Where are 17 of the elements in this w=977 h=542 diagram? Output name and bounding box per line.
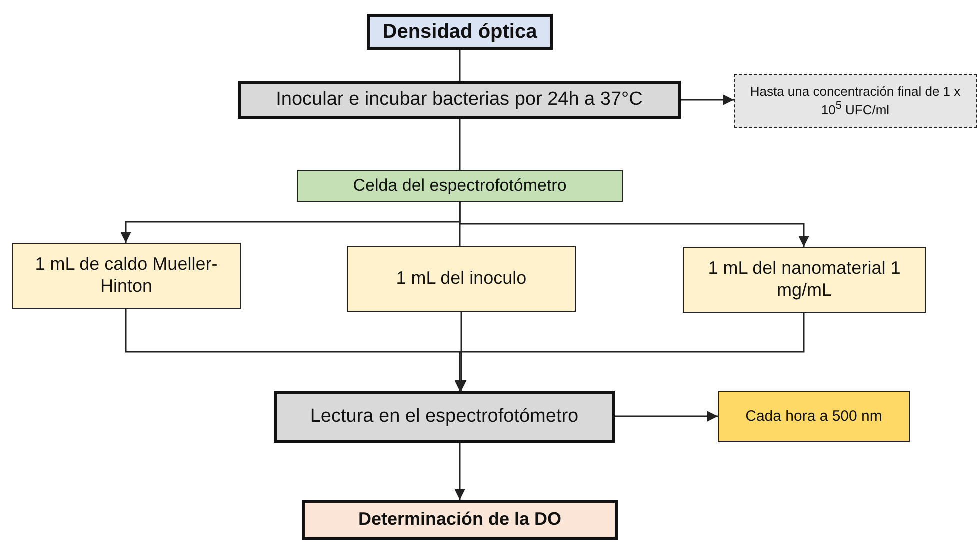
arrow	[681, 94, 734, 106]
result-box: Determinación de la DO	[302, 500, 618, 540]
process-box: Lectura en el espectrofotómetro	[274, 391, 615, 443]
note-box: Hasta una concentración final de 1 x 10$^{5}$ UFC/ml	[734, 74, 977, 128]
arrow	[615, 411, 718, 422]
input-box: 1 mL del inoculo	[347, 246, 576, 312]
input-box: 1 mL del nanomaterial 1 mg/mL	[683, 247, 926, 313]
arrow	[454, 313, 805, 391]
arrow	[454, 443, 466, 500]
title-box: Densidad óptica	[367, 14, 553, 50]
connector-line	[459, 119, 461, 170]
input-box: 1 mL de caldo Mueller-Hinton	[12, 243, 241, 309]
connector-line	[459, 50, 461, 81]
process-box: Celda del espectrofotómetro	[297, 170, 623, 202]
arrow	[459, 202, 810, 247]
process-box: Inocular e incubar bacterias por 24h a 37°C	[238, 81, 681, 119]
note-box: Cada hora a 500 nm	[718, 391, 910, 442]
